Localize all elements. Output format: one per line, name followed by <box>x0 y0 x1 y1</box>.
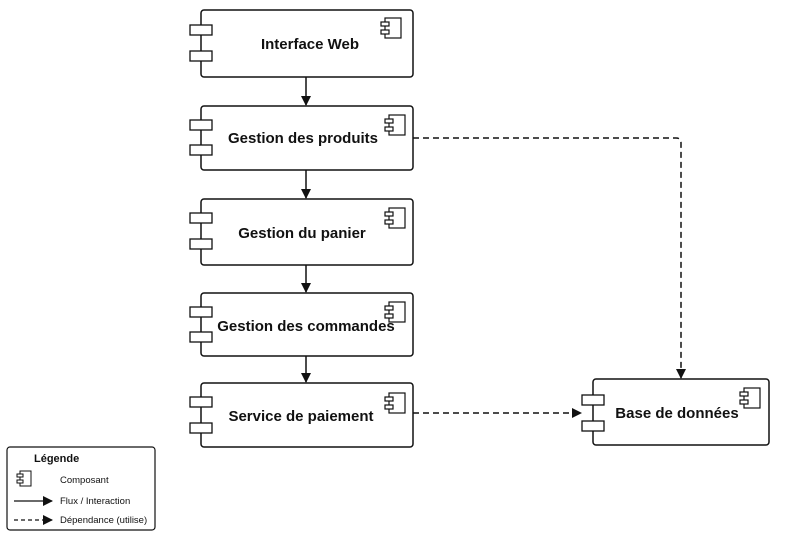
legend: Légende Composant Flux / Interaction Dép… <box>6 446 156 531</box>
component-icon <box>384 114 406 136</box>
component-gestion-produits: Gestion des produits <box>189 105 414 171</box>
component-service-paiement: Service de paiement <box>189 382 414 448</box>
legend-composant-label: Composant <box>60 475 109 486</box>
component-label: Service de paiement <box>228 408 373 425</box>
component-icon <box>380 17 402 39</box>
component-label: Gestion des produits <box>228 130 378 147</box>
component-label: Gestion du panier <box>238 225 366 242</box>
dependency-arrow <box>413 137 686 379</box>
component-label: Gestion des commandes <box>217 318 395 335</box>
component-gestion-panier: Gestion du panier <box>189 198 414 266</box>
component-base-de-donnees: Base de données <box>581 378 770 446</box>
component-gestion-commandes: Gestion des commandes <box>189 292 414 357</box>
legend-dependance-label: Dépendance (utilise) <box>60 515 147 526</box>
legend-title: Légende <box>34 453 79 465</box>
dependency-arrows <box>413 137 686 418</box>
component-label: Base de données <box>615 405 738 422</box>
component-icon <box>384 301 406 323</box>
legend-flux-label: Flux / Interaction <box>60 496 130 507</box>
legend-component-icon <box>16 470 32 487</box>
component-icon <box>384 207 406 229</box>
component-label: Interface Web <box>261 36 359 53</box>
component-icon <box>739 387 761 409</box>
component-interface-web: Interface Web <box>189 9 414 78</box>
component-icon <box>384 392 406 414</box>
